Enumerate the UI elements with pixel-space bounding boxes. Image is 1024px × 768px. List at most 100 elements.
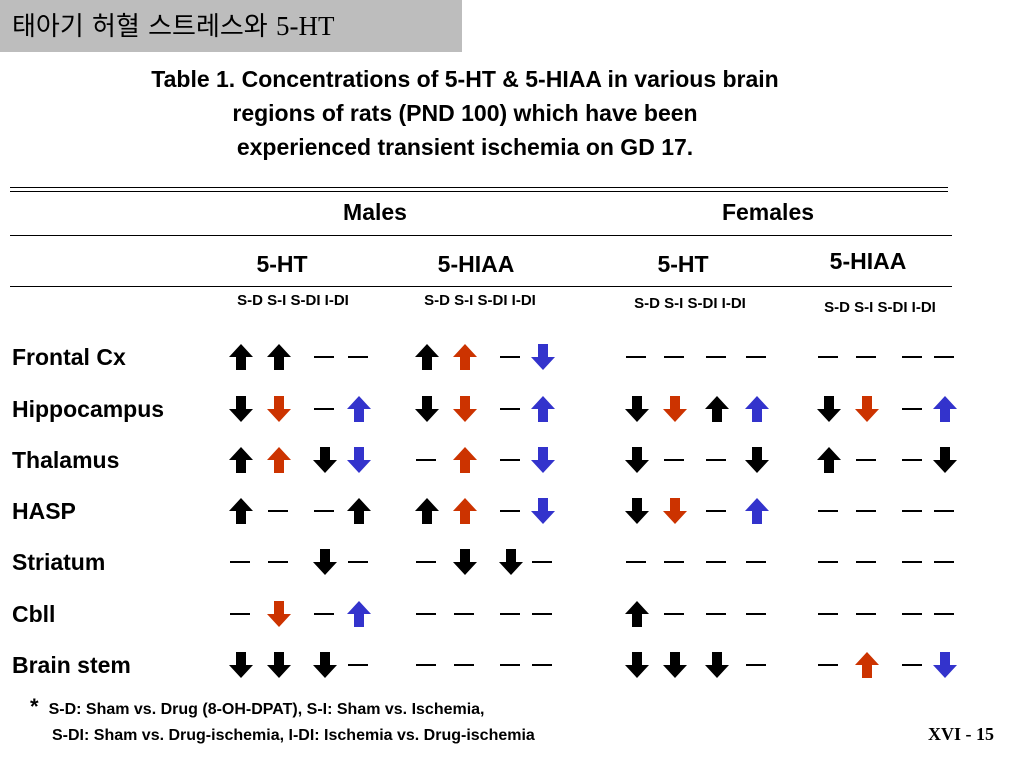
row-label: Frontal Cx bbox=[12, 344, 126, 370]
no-change-dash bbox=[852, 599, 882, 629]
arrow-down-icon bbox=[412, 394, 442, 424]
dash-mark bbox=[902, 408, 922, 410]
dash-mark bbox=[416, 459, 436, 461]
arrow-down-icon bbox=[622, 650, 652, 680]
top-rule-2 bbox=[10, 191, 948, 192]
no-change-dash bbox=[702, 342, 732, 372]
row-label: Brain stem bbox=[12, 652, 131, 678]
comparison-labels: S-D S-I S-DI I-DI bbox=[634, 295, 746, 312]
dash-mark bbox=[934, 561, 954, 563]
arrow-up-icon bbox=[450, 342, 480, 372]
no-change-dash bbox=[264, 496, 294, 526]
row-label: Striatum bbox=[12, 549, 106, 575]
footnote-line-1: S-D: Sham vs. Drug (8-OH-DPAT), S-I: Sha… bbox=[48, 701, 485, 718]
no-change-dash bbox=[898, 445, 928, 475]
arrow-up-icon bbox=[742, 496, 772, 526]
comparison-labels: S-D S-I S-DI I-DI bbox=[824, 299, 936, 316]
no-change-dash bbox=[344, 342, 374, 372]
table-caption-line-2: regions of rats (PND 100) which have bee… bbox=[232, 100, 698, 126]
dash-mark bbox=[454, 664, 474, 666]
arrow-down-icon bbox=[264, 394, 294, 424]
arrow-up-icon bbox=[930, 394, 960, 424]
no-change-dash bbox=[622, 342, 652, 372]
arrow-down-icon bbox=[528, 496, 558, 526]
dash-mark bbox=[746, 613, 766, 615]
dash-mark bbox=[746, 561, 766, 563]
arrow-up-icon bbox=[226, 496, 256, 526]
no-change-dash bbox=[264, 547, 294, 577]
no-change-dash bbox=[622, 547, 652, 577]
no-change-dash bbox=[702, 599, 732, 629]
dash-mark bbox=[818, 510, 838, 512]
no-change-dash bbox=[450, 599, 480, 629]
no-change-dash bbox=[660, 547, 690, 577]
dash-mark bbox=[706, 561, 726, 563]
dash-mark bbox=[664, 561, 684, 563]
arrow-up-icon bbox=[742, 394, 772, 424]
no-change-dash bbox=[814, 599, 844, 629]
arrow-up-icon bbox=[852, 650, 882, 680]
arrow-down-icon bbox=[450, 394, 480, 424]
arrow-up-icon bbox=[412, 496, 442, 526]
no-change-dash bbox=[660, 342, 690, 372]
dash-mark bbox=[500, 664, 520, 666]
no-change-dash bbox=[496, 599, 526, 629]
dash-mark bbox=[454, 613, 474, 615]
arrow-down-icon bbox=[930, 445, 960, 475]
no-change-dash bbox=[702, 445, 732, 475]
dash-mark bbox=[706, 459, 726, 461]
comparison-labels: S-D S-I S-DI I-DI bbox=[237, 292, 349, 309]
arrow-down-icon bbox=[450, 547, 480, 577]
group-males: Males bbox=[343, 199, 407, 225]
no-change-dash bbox=[496, 496, 526, 526]
no-change-dash bbox=[898, 342, 928, 372]
no-change-dash bbox=[528, 650, 558, 680]
arrow-up-icon bbox=[264, 342, 294, 372]
dash-mark bbox=[902, 459, 922, 461]
dash-mark bbox=[818, 613, 838, 615]
dash-mark bbox=[500, 408, 520, 410]
no-change-dash bbox=[852, 547, 882, 577]
arrow-down-icon bbox=[622, 496, 652, 526]
dash-mark bbox=[902, 356, 922, 358]
measure-header: 5-HIAA bbox=[437, 251, 515, 277]
arrow-down-icon bbox=[264, 650, 294, 680]
no-change-dash bbox=[528, 599, 558, 629]
arrow-up-icon bbox=[226, 445, 256, 475]
row-label: Hippocampus bbox=[12, 396, 165, 422]
dash-mark bbox=[268, 510, 288, 512]
page-number: XVI - 15 bbox=[928, 724, 994, 744]
dash-mark bbox=[856, 613, 876, 615]
no-change-dash bbox=[344, 650, 374, 680]
dash-mark bbox=[230, 613, 250, 615]
dash-mark bbox=[314, 613, 334, 615]
no-change-dash bbox=[702, 496, 732, 526]
dash-mark bbox=[348, 561, 368, 563]
no-change-dash bbox=[898, 394, 928, 424]
no-change-dash bbox=[814, 650, 844, 680]
dash-mark bbox=[268, 561, 288, 563]
measure-rule bbox=[10, 286, 952, 287]
no-change-dash bbox=[412, 599, 442, 629]
dash-mark bbox=[532, 664, 552, 666]
table-caption-line-1: Table 1. Concentrations of 5-HT & 5-HIAA… bbox=[151, 66, 779, 92]
no-change-dash bbox=[226, 599, 256, 629]
no-change-dash bbox=[898, 599, 928, 629]
arrow-down-icon bbox=[852, 394, 882, 424]
group-rule bbox=[10, 235, 952, 236]
comparison-labels: S-D S-I S-DI I-DI bbox=[424, 292, 536, 309]
row-label: Cbll bbox=[12, 601, 56, 627]
no-change-dash bbox=[814, 547, 844, 577]
no-change-dash bbox=[496, 445, 526, 475]
arrow-down-icon bbox=[622, 445, 652, 475]
group-females: Females bbox=[721, 199, 815, 225]
dash-mark bbox=[902, 510, 922, 512]
no-change-dash bbox=[898, 496, 928, 526]
no-change-dash bbox=[660, 599, 690, 629]
no-change-dash bbox=[742, 547, 772, 577]
no-change-dash bbox=[412, 445, 442, 475]
arrow-up-icon bbox=[622, 599, 652, 629]
dash-mark bbox=[856, 356, 876, 358]
no-change-dash bbox=[310, 394, 340, 424]
dash-mark bbox=[706, 356, 726, 358]
